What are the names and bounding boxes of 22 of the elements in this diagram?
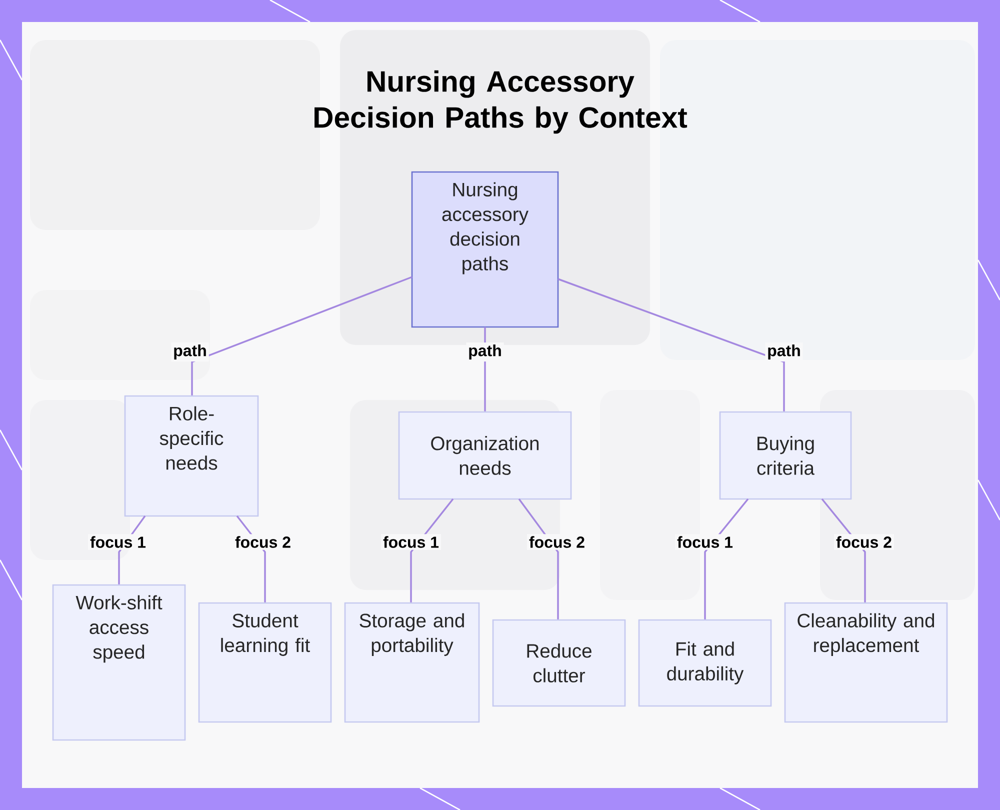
topic-box: Cleanability and replacement — [784, 602, 948, 723]
root-box: Nursing accessory decision paths — [411, 171, 559, 328]
topic-box: Organization needs — [398, 411, 572, 500]
edge-label: path — [466, 342, 504, 362]
topic-box: Fit and durability — [638, 619, 772, 707]
topic-box: Work-shift access speed — [52, 584, 186, 741]
topic-box: Reduce clutter — [492, 619, 626, 707]
edge-label: focus 2 — [834, 534, 894, 550]
topic-box: Buying criteria — [719, 411, 852, 500]
topic-box: Storage and portability — [344, 602, 480, 723]
topic-box: Role-specific needs — [124, 395, 259, 517]
connector — [191, 276, 412, 396]
edge-label: focus 2 — [233, 534, 294, 550]
connector — [558, 278, 785, 412]
edge-label: focus 1 — [675, 534, 735, 550]
topic-box: Student learning fit — [198, 602, 332, 723]
edge-label: focus 1 — [381, 534, 441, 550]
edge-label: path — [171, 342, 209, 362]
edge-label: focus 2 — [527, 534, 588, 550]
title: Nursing Accessory Decision Paths by Context — [314, 70, 688, 134]
edge-label: path — [765, 342, 803, 362]
edge-label: focus 1 — [88, 534, 148, 550]
